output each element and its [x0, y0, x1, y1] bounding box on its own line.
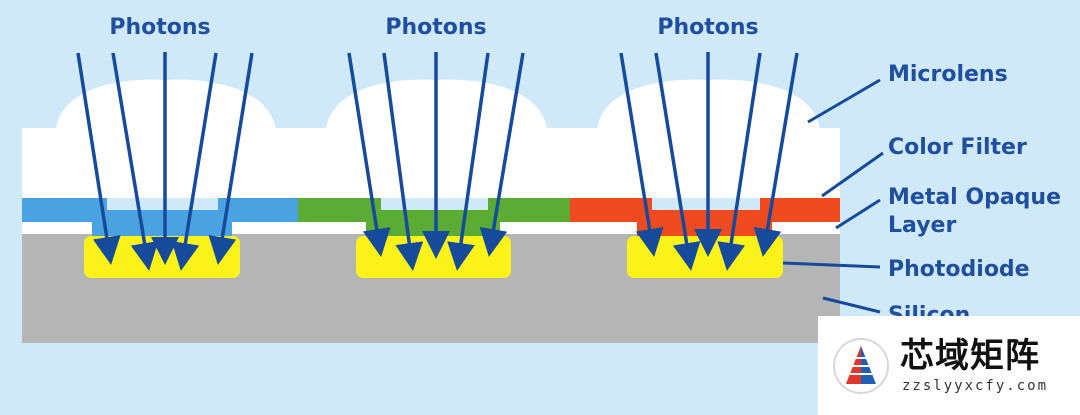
metal-opaque-label-line1: Metal Opaque	[888, 185, 1061, 210]
photons-label-3: Photons	[657, 15, 758, 40]
photon-arrow	[479, 52, 525, 257]
photodiode-leader	[782, 261, 881, 269]
photodiode-label: Photodiode	[888, 257, 1030, 282]
watermark-logo	[833, 338, 889, 394]
watermark-title: 芯域矩阵	[900, 336, 1040, 376]
photons-label-1: Photons	[109, 15, 210, 40]
passivation-layer	[22, 128, 840, 198]
photon-arrow	[76, 52, 121, 265]
metal-opaque-leader	[835, 198, 881, 230]
photon-arrows-2	[347, 52, 525, 271]
color-filter-blue	[22, 198, 298, 236]
silicon-leader	[822, 296, 881, 314]
photon-arrows-3	[619, 52, 799, 271]
color-filter-label: Color Filter	[888, 135, 1027, 160]
photon-arrow	[619, 52, 664, 257]
leader-lines	[782, 78, 884, 314]
color-filter-green	[298, 198, 570, 236]
photon-arrow	[717, 52, 762, 271]
metal-opaque-label-line2: Layer	[888, 213, 956, 238]
photon-arrow	[447, 52, 490, 271]
photon-arrow	[382, 52, 424, 271]
photon-arrow	[111, 52, 159, 271]
microlens-leader	[807, 78, 881, 124]
photon-arrow	[347, 52, 391, 257]
photons-label-2: Photons	[385, 15, 486, 40]
color-filter-leader	[821, 151, 884, 198]
photon-arrow	[654, 52, 701, 271]
watermark-url: zzslyyxcfy.com	[902, 378, 1049, 394]
microlens-label: Microlens	[888, 62, 1008, 87]
photon-arrows-1	[76, 52, 254, 271]
photon-arrow	[753, 52, 799, 257]
photon-arrow	[208, 52, 254, 265]
photon-arrow	[171, 52, 218, 271]
watermark: 芯域矩阵 zzslyyxcfy.com	[818, 316, 1080, 415]
